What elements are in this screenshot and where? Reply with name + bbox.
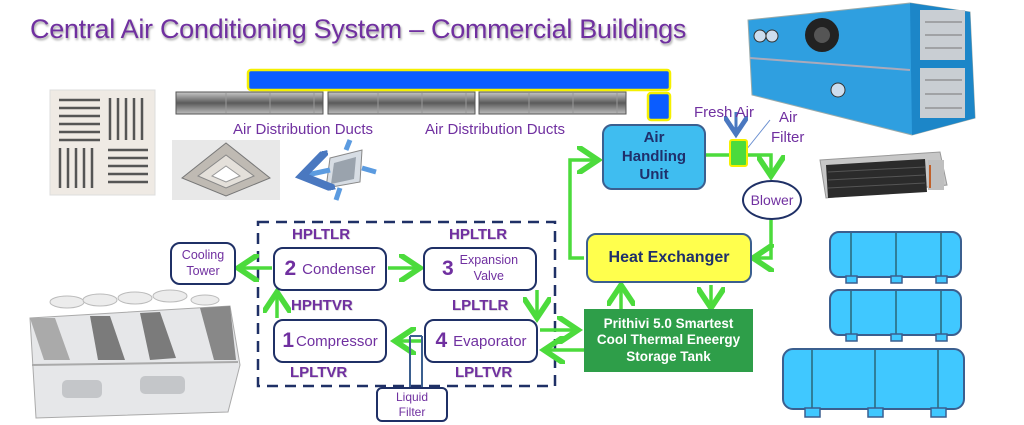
air-filter-label-line-2: Filter (771, 128, 805, 146)
storage-vessel-3 (782, 348, 965, 418)
expansion-valve-label-line-1: Expansion (459, 253, 519, 268)
cooling-tower-label-line-2: Tower (186, 263, 220, 278)
expansion-valve-state-label: HPLTLR (449, 226, 508, 243)
page-title: Central Air Conditioning System – Commer… (30, 14, 687, 44)
liquid-filter-pipe (409, 335, 423, 388)
ahu-connector-duct (646, 91, 672, 122)
ahu-label-line-1: Air (643, 128, 665, 146)
cooling-tower-box[interactable]: Cooling Tower (170, 242, 236, 285)
heat-exchanger-box[interactable]: Heat Exchanger (586, 233, 752, 283)
air-filter-element (729, 139, 748, 167)
evaporator-inlet-state-label: LPLTLR (452, 297, 509, 314)
main-supply-duct (246, 68, 672, 92)
duct-label-2: Air Distribution Ducts (425, 121, 566, 138)
tank-label-line-2: Cool Thermal Eneergy (596, 332, 741, 348)
expansion-valve-box[interactable]: 3 Expansion Valve (423, 247, 537, 291)
refrigeration-cycle-boundary (256, 220, 557, 388)
compressor-inlet-state-label: HPHTVR (291, 297, 353, 314)
air-handling-unit-image (747, 2, 976, 136)
cooling-tower-label-line-1: Cooling (181, 247, 225, 262)
flow-arrows (238, 155, 771, 350)
square-diffuser-image (49, 89, 156, 196)
linear-grille-1 (175, 91, 324, 115)
linear-grille-2 (327, 91, 476, 115)
fan-coil-unit-image (819, 151, 948, 199)
duct-label-1: Air Distribution Ducts (233, 121, 374, 138)
evaporator-number: 4 (435, 329, 448, 352)
chiller-image (29, 289, 241, 419)
evaporator-label: Evaporator (453, 332, 527, 350)
ahu-label-line-2: Handling (621, 147, 687, 165)
condenser-number: 2 (284, 257, 297, 280)
cassette-unit-image (302, 139, 377, 201)
condenser-box[interactable]: 2 Condenser (273, 247, 387, 291)
evaporator-box[interactable]: 4 Evaporator (424, 319, 538, 363)
air-filter-label-line-1: Air (779, 109, 798, 126)
expansion-valve-label-line-2: Valve (473, 269, 505, 283)
evaporator-outlet-state-label: LPLTVR (455, 364, 513, 381)
condenser-label: Condenser (302, 260, 376, 278)
thermal-storage-tank-box[interactable]: Prithivi 5.0 Smartest Cool Thermal Eneer… (584, 309, 753, 372)
ahu-label-line-3: Unit (639, 166, 669, 184)
compressor-label: Compressor (296, 332, 378, 350)
condenser-state-label: HPLTLR (292, 226, 351, 243)
blower-node[interactable]: Blower (742, 180, 802, 220)
arrow-filter-to-blower (748, 153, 771, 176)
compressor-number: 1 (282, 329, 294, 352)
storage-vessel-1 (829, 231, 962, 284)
air-filter-pointer (745, 119, 771, 151)
liquid-filter-label-line-1: Liquid (395, 389, 429, 404)
ceiling-diffuser-image (172, 140, 280, 200)
air-handling-unit-box[interactable]: Air Handling Unit (602, 124, 706, 190)
arrow-blower-to-heat-exchanger (753, 218, 771, 258)
storage-vessel-2 (829, 289, 962, 342)
arrow-heat-exchanger-to-ahu (568, 160, 598, 260)
liquid-filter-label-line-2: Filter (398, 404, 426, 419)
tank-label-line-1: Prithivi 5.0 Smartest (603, 316, 734, 332)
linear-grille-3 (478, 91, 627, 115)
fresh-air-label: Fresh Air (694, 104, 755, 121)
tank-label-line-3: Storage Tank (626, 348, 711, 364)
compressor-box[interactable]: 1 Compressor (273, 319, 387, 363)
liquid-filter-box[interactable]: Liquid Filter (376, 387, 448, 422)
air-filter-label: Air Filter (771, 108, 804, 147)
expansion-valve-label: Expansion Valve (460, 253, 518, 284)
compressor-outlet-state-label: LPLTVR (290, 364, 348, 381)
expansion-valve-number: 3 (441, 257, 454, 280)
